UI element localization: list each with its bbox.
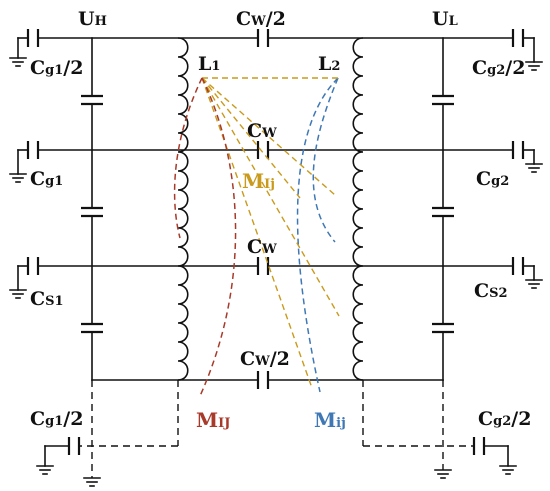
Mij-curve [312, 77, 339, 243]
label-MIj: MIj [242, 169, 275, 193]
Mij-curve [296, 77, 339, 393]
label-Cg2: Cg2 [476, 168, 509, 190]
label-MIJ: MIJ [196, 408, 230, 432]
left-capacitor-chain [81, 37, 103, 381]
MIj-line [201, 77, 313, 389]
mutual-inductance-MIj-curves [201, 77, 340, 389]
MIJ-curve [199, 77, 237, 397]
left-ground-capacitors [9, 29, 40, 299]
label-UH: UH [78, 8, 107, 30]
bottom-right-dashed-connection [362, 380, 517, 479]
bottom-left-dashed-connection [36, 380, 179, 487]
label-Mij: Mij [314, 408, 346, 432]
label-Cg2-half-top: Cg2/2 [472, 57, 525, 79]
right-ground-capacitors [511, 29, 543, 289]
MIj-line [201, 77, 301, 199]
label-CW-row2: CW [247, 236, 277, 258]
label-Cg2-half-bottom: Cg2/2 [478, 408, 531, 430]
label-CS1: CS1 [30, 288, 64, 310]
label-L1: L1 [198, 53, 220, 75]
mutual-inductance-MIJ-curves [173, 77, 237, 397]
coil-L2 [352, 37, 364, 381]
label-CS2: CS2 [474, 280, 508, 302]
label-Cg1-half-top: Cg1/2 [30, 57, 83, 79]
label-Cg1-half-bottom: Cg1/2 [30, 408, 83, 430]
label-UL: UL [432, 8, 458, 30]
series-capacitor-plates [256, 29, 270, 389]
label-CW2-bottom: CW/2 [240, 348, 290, 370]
right-capacitor-chain [432, 37, 454, 381]
MIj-line [201, 77, 340, 317]
mutual-inductance-Mij-curves [296, 77, 339, 393]
coil-L1 [177, 37, 189, 381]
MIJ-curve [173, 77, 203, 239]
label-L2: L2 [318, 53, 340, 75]
label-Cg1: Cg1 [30, 168, 63, 190]
label-CW2-top: CW/2 [236, 8, 286, 30]
label-CW-row1: CW [247, 120, 277, 142]
